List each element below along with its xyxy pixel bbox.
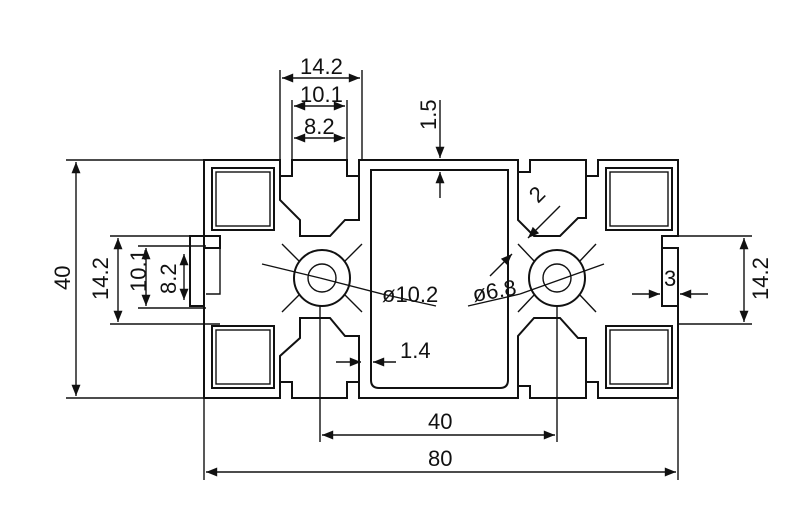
dim-slot-inner-top: 8.2: [304, 114, 335, 139]
dim-height: 40: [50, 266, 75, 290]
dim-slot-mid-left: 10.1: [126, 249, 151, 292]
dim-lip-right: 3: [664, 266, 676, 291]
dim-wall-top: 1.5: [416, 99, 441, 130]
dim-bore-spacing: 40: [428, 409, 452, 434]
dim-slot-outer-left: 14.2: [88, 257, 113, 300]
dim-slot-outer-right: 14.2: [748, 257, 773, 300]
dim-web: 2: [524, 181, 550, 207]
dim-slot-inner-left: 8.2: [156, 263, 181, 294]
dim-bore-small: ø6.8: [471, 275, 519, 307]
dim-bore-large: ø10.2: [382, 282, 438, 307]
dimension-lines: [66, 70, 752, 480]
dim-overall-width: 80: [428, 446, 452, 471]
profile-outline: [189, 159, 679, 399]
dim-wall-inner: 1.4: [400, 338, 431, 363]
dim-slot-mid-top: 10.1: [300, 82, 343, 107]
dim-slot-outer-top: 14.2: [300, 54, 343, 79]
